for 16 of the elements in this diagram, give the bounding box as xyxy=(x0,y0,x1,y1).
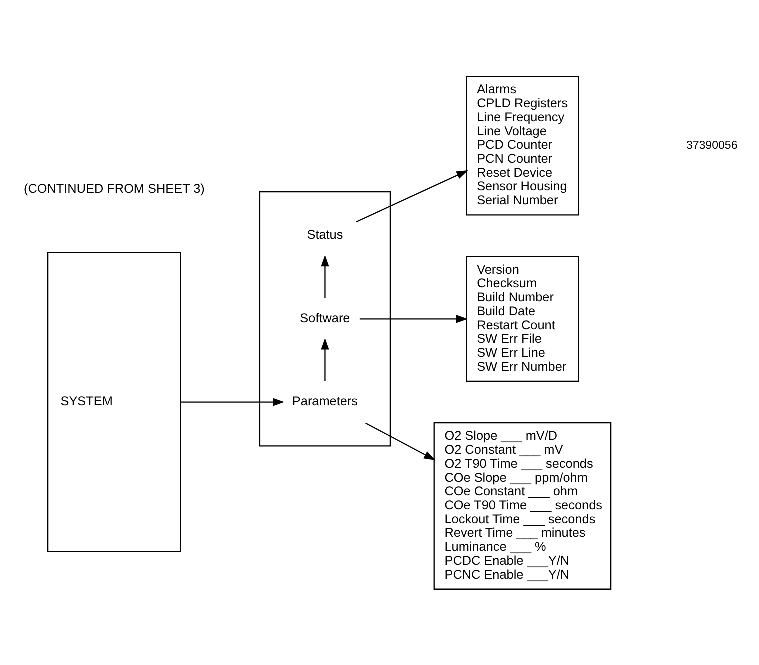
node-box: O2 Slope ___ mV/D O2 Constant ___ mV O2 T90 Time ___ seconds COe Slope ___ ppm/ohm COe Constant ___ ohm COe T90 Time ___ seconds Lockout Time ___ seconds Revert Time ___ minutes Luminance ___ % PCDC Enable ___Y/N PCNC Enable ___Y/N xyxy=(434,422,612,590)
label: (CONTINUED FROM SHEET 3) xyxy=(24,182,205,196)
arrow xyxy=(181,398,285,406)
label: 37390056 xyxy=(686,139,738,152)
node-box: SYSTEM xyxy=(47,252,182,552)
arrow xyxy=(360,314,468,323)
arrow xyxy=(321,338,330,381)
arrow xyxy=(356,170,468,222)
arrow xyxy=(366,422,436,460)
node-text: Parameters xyxy=(292,394,358,408)
node-box: Version Checksum Build Number Build Date Restart Count SW Err File SW Err Line SW Err Number xyxy=(466,256,580,382)
arrow xyxy=(321,254,330,298)
cluster xyxy=(259,191,392,446)
node-box: Alarms CPLD Registers Line Frequency Line Voltage PCD Counter PCN Counter Reset Device Sensor Housing Serial Number xyxy=(466,76,580,216)
node-text: Status xyxy=(307,228,344,242)
node-text: Software xyxy=(300,310,350,325)
